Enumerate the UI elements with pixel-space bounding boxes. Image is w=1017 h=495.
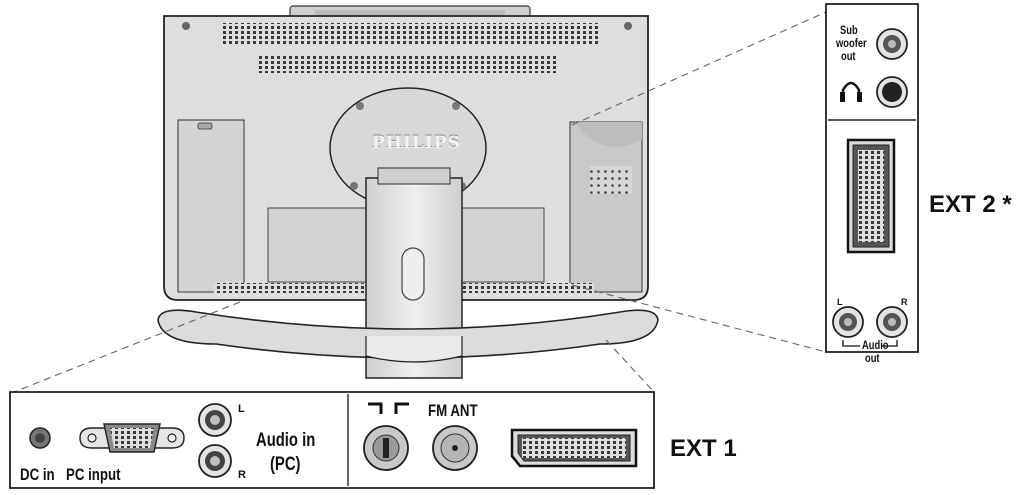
audio-out-label-1: Audio xyxy=(862,338,889,352)
audio-in-left-label: L xyxy=(238,403,245,415)
bottom-connection-panel xyxy=(9,391,655,489)
tv-antenna-socket-icon xyxy=(363,425,409,471)
subwoofer-label-2: woofer xyxy=(836,36,867,50)
fm-antenna-socket-icon xyxy=(432,425,478,471)
brand-logo: PHILIPS xyxy=(372,133,461,153)
audio-in-label: Audio in xyxy=(256,430,316,451)
dc-in-jack-icon xyxy=(29,427,51,449)
scart-connector-icon xyxy=(510,428,638,468)
audio-out-label-2: out xyxy=(865,351,880,365)
headphone-jack-icon xyxy=(876,76,908,108)
audio-out-right-jack-icon xyxy=(876,306,908,338)
subwoofer-label-3: out xyxy=(841,49,856,63)
scart-connector-vertical-icon xyxy=(846,138,896,254)
ext1-label: EXT 1 xyxy=(670,435,737,462)
leader-lines xyxy=(13,11,827,393)
audio-out-left-label: L xyxy=(837,297,843,307)
audio-out-right-label: R xyxy=(901,297,908,307)
dc-in-label: DC in xyxy=(20,465,55,484)
fm-ant-label: FM ANT xyxy=(428,401,478,420)
antenna-icon xyxy=(368,402,409,414)
subwoofer-label-1: Sub xyxy=(840,23,858,37)
tv-rear-view xyxy=(157,5,659,379)
audio-in-pc-label: (PC) xyxy=(270,454,301,475)
subwoofer-out-jack-icon xyxy=(876,28,908,60)
vga-connector-icon xyxy=(79,423,185,453)
audio-in-right-label: R xyxy=(238,469,246,481)
top-vent xyxy=(222,23,598,45)
upper-vent xyxy=(256,55,556,73)
audio-in-left-jack-icon xyxy=(198,403,232,437)
pc-input-label: PC input xyxy=(66,465,121,484)
headphone-icon xyxy=(840,81,862,102)
ext2-label: EXT 2 * xyxy=(929,191,1012,218)
side-connection-panel xyxy=(825,3,919,353)
audio-out-left-jack-icon xyxy=(832,306,864,338)
audio-in-right-jack-icon xyxy=(198,444,232,478)
